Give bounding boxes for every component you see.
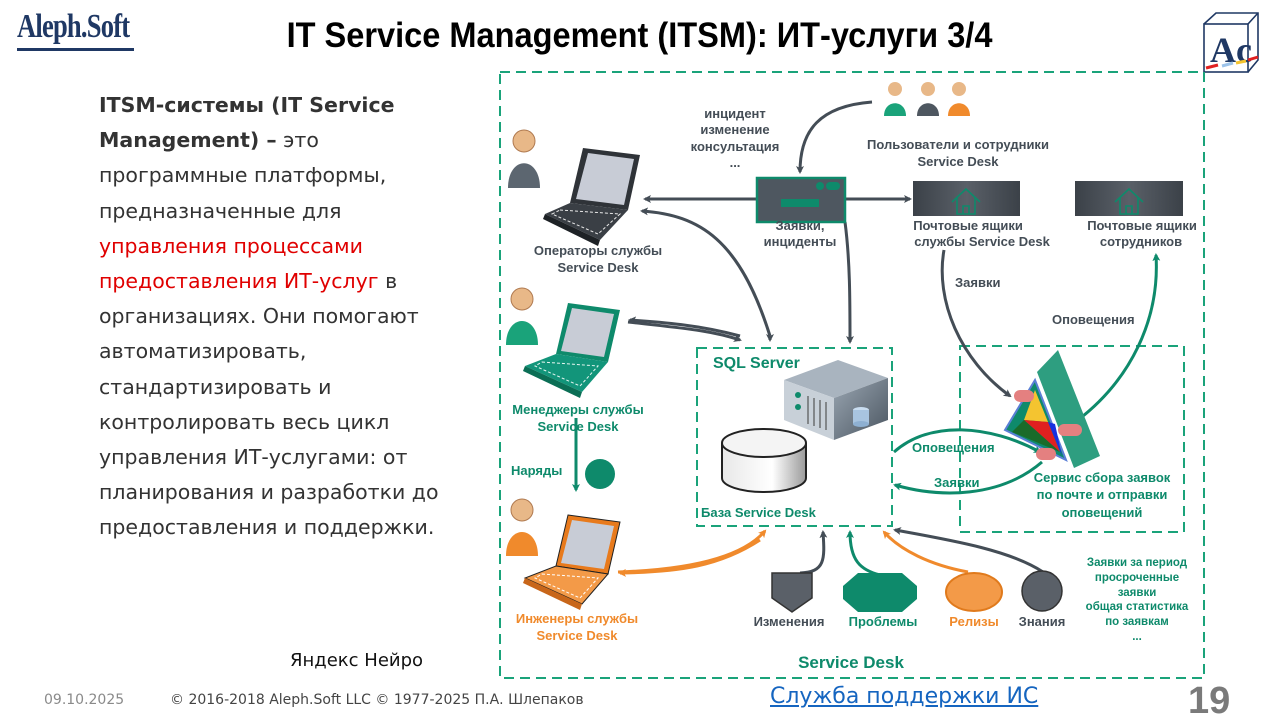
report-item: Заявки за период bbox=[1087, 557, 1188, 569]
arrow-problems bbox=[846, 530, 881, 577]
mail-tickets-label: Заявки bbox=[955, 275, 1000, 290]
engineer-laptop-icon bbox=[523, 514, 621, 610]
module-changes-label: Изменения bbox=[754, 614, 825, 629]
request-type-change: изменение bbox=[700, 122, 769, 137]
definition-text-1: это программные платформы, предназначенн… bbox=[99, 128, 387, 223]
orders-label: Наряды bbox=[511, 463, 562, 478]
source-attribution: Яндекс Нейро bbox=[290, 650, 424, 671]
mail-service-label-2: по почте и отправки bbox=[1037, 487, 1168, 502]
footer-copyright: © 2016-2018 Aleph.Soft LLC © 1977-2025 П… bbox=[170, 692, 584, 708]
arrow-tickets-to-db-green bbox=[893, 460, 1043, 495]
support-link[interactable]: Служба поддержки ИС bbox=[770, 684, 1039, 709]
mailbox-sd-label-1: Почтовые ящики bbox=[913, 218, 1023, 233]
tickets-arrow-label: Заявки bbox=[934, 475, 979, 490]
operators-label-2: Service Desk bbox=[558, 260, 640, 275]
arrow-service-to-employees bbox=[1077, 253, 1161, 422]
aleph-soft-logo: Aleph.Soft bbox=[17, 8, 130, 45]
sql-server-icon bbox=[784, 360, 888, 440]
report-item: просроченные bbox=[1095, 572, 1179, 584]
slide-title-text: IT Service Management (ITSM): ИТ-услуги … bbox=[287, 16, 993, 55]
db-label: База Service Desk bbox=[701, 505, 817, 520]
arrow-releases bbox=[882, 530, 969, 574]
operator-laptop-icon bbox=[543, 148, 640, 246]
footer-date: 09.10.2025 bbox=[44, 692, 125, 708]
manager-laptop-icon bbox=[523, 303, 620, 398]
mailbox-sd-label-2: службы Service Desk bbox=[914, 234, 1050, 249]
arrow-db-managers bbox=[627, 320, 742, 342]
mail-service-label-1: Сервис сбора заявок bbox=[1034, 470, 1171, 485]
engineers-label-1: Инженеры службы bbox=[516, 611, 638, 626]
users-label-1: Пользователи и сотрудники bbox=[867, 137, 1049, 152]
manager-person-icon bbox=[506, 287, 538, 345]
mailbox-emp-label-2: сотрудников bbox=[1100, 234, 1182, 249]
arrow-users-to-tickets bbox=[796, 100, 873, 174]
tickets-queue-icon bbox=[755, 176, 847, 224]
report-item: по заявкам bbox=[1105, 616, 1169, 628]
arrow-tickets-to-db bbox=[843, 221, 854, 344]
arrow-knowledge bbox=[893, 527, 1044, 574]
managers-label-1: Менеджеры службы bbox=[512, 402, 643, 417]
ac-cube-logo: Ac bbox=[1203, 12, 1259, 73]
order-token-icon bbox=[585, 459, 615, 489]
mailbox-employees-icon bbox=[1075, 181, 1183, 216]
module-releases-label: Релизы bbox=[949, 614, 998, 629]
module-knowledge-label: Знания bbox=[1019, 614, 1066, 629]
report-item: заявки bbox=[1118, 587, 1157, 599]
mail-service-icon bbox=[1003, 350, 1100, 468]
notif-arrow-label: Оповещения bbox=[912, 440, 995, 455]
sql-server-frame bbox=[696, 347, 893, 527]
arrow-notifications bbox=[893, 428, 1042, 454]
module-problems-label: Проблемы bbox=[849, 614, 918, 629]
managers-label-2: Service Desk bbox=[538, 419, 620, 434]
service-desk-frame bbox=[499, 71, 1205, 679]
users-group-icon bbox=[884, 82, 970, 116]
knowledge-shape-icon bbox=[1021, 570, 1063, 612]
itsm-definition: ITSM-системы (IT Service Management) – э… bbox=[99, 88, 449, 546]
logo-underline bbox=[17, 48, 134, 51]
sql-server-label: SQL Server bbox=[713, 355, 800, 372]
slide-title: IT Service Management (ITSM): ИТ-услуги … bbox=[0, 14, 1280, 58]
arrow-db-operators bbox=[640, 207, 772, 337]
request-type-more: ... bbox=[730, 155, 741, 170]
request-type-incident: инцидент bbox=[704, 106, 766, 121]
operator-person-icon bbox=[508, 129, 540, 188]
mailbox-service-desk-icon bbox=[913, 181, 1020, 216]
operators-label-1: Операторы службы bbox=[534, 243, 662, 258]
releases-shape-icon bbox=[945, 572, 1003, 612]
engineers-label-2: Service Desk bbox=[537, 628, 619, 643]
changes-shape-icon bbox=[771, 572, 813, 613]
definition-highlight: управления процессами предоставления ИТ-… bbox=[99, 233, 379, 294]
report-item: общая статистика bbox=[1086, 601, 1189, 613]
definition-text-2: в организациях. Они помогают автоматизир… bbox=[99, 269, 439, 540]
definition-term: ITSM-системы (IT Service Management) – bbox=[99, 93, 395, 153]
mail-service-label-3: оповещений bbox=[1062, 505, 1143, 520]
arrow-mailbox-to-service bbox=[940, 249, 1012, 398]
database-icon bbox=[721, 428, 807, 493]
tickets-label-1: Заявки, bbox=[775, 218, 824, 233]
users-label-2: Service Desk bbox=[918, 154, 1000, 169]
problems-shape-icon bbox=[843, 573, 917, 612]
reports-list: Заявки за период просроченные заявки общ… bbox=[1086, 557, 1189, 643]
engineer-person-icon bbox=[506, 498, 538, 556]
notifications-label: Оповещения bbox=[1052, 312, 1135, 327]
page-number: 19 bbox=[1188, 680, 1231, 722]
request-type-consultation: консультация bbox=[691, 139, 780, 154]
mailbox-emp-label-1: Почтовые ящики bbox=[1087, 218, 1197, 233]
tickets-label-2: инциденты bbox=[764, 234, 837, 249]
report-item: ... bbox=[1132, 631, 1142, 643]
service-desk-frame-label: Service Desk bbox=[798, 653, 904, 672]
arrow-changes bbox=[799, 530, 828, 575]
mail-service-frame bbox=[959, 345, 1185, 533]
